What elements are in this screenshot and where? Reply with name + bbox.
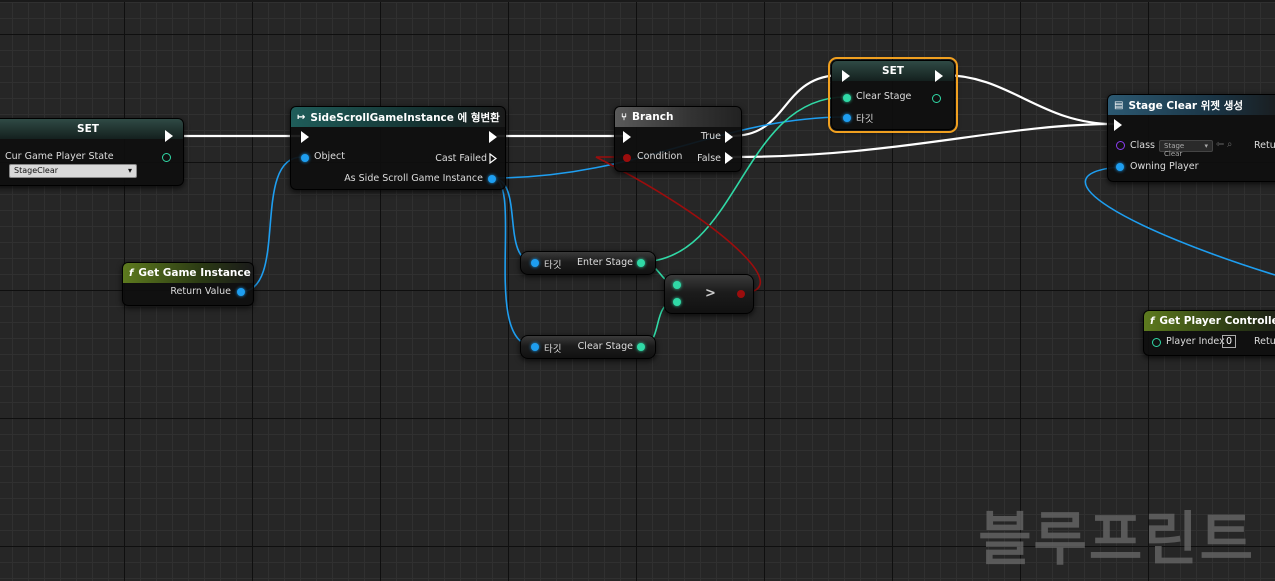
clear-stage-getter-node[interactable]: 타깃 Clear Stage <box>520 335 656 359</box>
chevron-down-icon: ▾ <box>1204 142 1208 150</box>
player-index-pin[interactable] <box>1152 338 1161 347</box>
class-label: Class <box>1130 140 1155 151</box>
player-index-label: Player Index <box>1166 336 1225 347</box>
owning-player-pin[interactable] <box>1116 163 1124 171</box>
true-label: True <box>700 131 721 142</box>
enter-stage-getter-node[interactable]: 타깃 Enter Stage <box>520 251 656 275</box>
clear-stage-out-pin[interactable] <box>637 343 645 351</box>
node-header: SET <box>0 119 183 139</box>
target-label: 타깃 <box>544 344 562 355</box>
b-in-pin[interactable] <box>673 298 681 306</box>
exec-out-pin[interactable] <box>165 130 173 142</box>
target-in-pin[interactable] <box>843 114 851 122</box>
branch-icon: ⑂ <box>621 111 627 123</box>
node-title: SET <box>882 65 904 77</box>
create-widget-node[interactable]: ▤ Stage Clear 위젯 생성 Class Stage Clear ▾ ⇦ … <box>1107 94 1275 182</box>
function-icon: f <box>1150 315 1155 327</box>
false-exec-pin[interactable] <box>725 152 733 164</box>
return-label: Retu <box>1254 140 1275 151</box>
node-title: Branch <box>632 111 674 123</box>
set-clear-stage-node[interactable]: SET Clear Stage 타깃 <box>828 57 958 133</box>
node-header: SET <box>832 61 954 81</box>
chevron-down-icon: ▾ <box>127 166 132 175</box>
return-value-label: Return Value <box>170 286 231 297</box>
player-state-dropdown[interactable]: StageClear ▾ <box>9 164 137 178</box>
greater-than-node[interactable]: > <box>664 274 754 314</box>
node-title: SideScrollGameInstance 에 형변환 <box>310 111 500 124</box>
as-instance-label: As Side Scroll Game Instance <box>344 173 483 184</box>
exec-in-pin[interactable] <box>842 70 850 82</box>
node-header: ↦ SideScrollGameInstance 에 형변환 <box>291 107 505 127</box>
cast-failed-pin[interactable] <box>489 153 497 164</box>
clear-stage-label: Clear Stage <box>577 341 633 352</box>
exec-out-pin[interactable] <box>935 70 943 82</box>
false-label: False <box>697 153 721 164</box>
set-game-state-node[interactable]: SET Cur Game Player State StageClear ▾ <box>0 118 184 186</box>
bool-out-pin[interactable] <box>737 290 745 298</box>
class-dropdown[interactable]: Stage Clear ▾ <box>1159 140 1213 158</box>
exec-in-pin[interactable] <box>1114 119 1122 131</box>
value-out-pin[interactable] <box>162 153 171 162</box>
object-wire-controller-to-owning <box>1084 166 1275 276</box>
class-value: Stage Clear <box>1164 142 1185 158</box>
node-header: ⑂ Branch <box>615 107 741 127</box>
get-player-controller-node[interactable]: f Get Player Controller Player Index 0 Re… <box>1143 310 1275 356</box>
blueprint-watermark: 블루프린트 <box>978 505 1255 573</box>
exec-in-pin[interactable] <box>301 131 309 143</box>
clear-stage-out-pin[interactable] <box>932 94 941 103</box>
target-label: 타깃 <box>544 260 562 271</box>
a-in-pin[interactable] <box>673 281 681 289</box>
compare-symbol: > <box>705 286 716 301</box>
clear-stage-in-pin[interactable] <box>843 94 851 102</box>
object-label: Object <box>314 151 345 162</box>
exec-in-pin[interactable] <box>623 131 631 143</box>
exec-wire-set-to-create <box>942 73 1115 126</box>
object-in-pin[interactable] <box>301 154 309 162</box>
target-label: 타깃 <box>856 114 874 125</box>
return-label: Retu <box>1254 336 1275 347</box>
exec-out-pin[interactable] <box>489 131 497 143</box>
node-header: f Get Game Instance <box>123 263 253 283</box>
node-title: Stage Clear 위젯 생성 <box>1128 99 1244 112</box>
true-exec-pin[interactable] <box>725 131 733 143</box>
dropdown-value: StageClear <box>14 166 59 175</box>
node-title: Get Player Controller <box>1159 315 1275 327</box>
get-game-instance-node[interactable]: f Get Game Instance Return Value <box>122 262 254 306</box>
browse-icon[interactable]: ⇦ ⌕ <box>1216 139 1233 150</box>
return-value-pin[interactable] <box>237 288 245 296</box>
node-title: SET <box>77 123 99 135</box>
branch-node[interactable]: ⑂ Branch True Condition False <box>614 106 742 172</box>
clear-stage-label: Clear Stage <box>856 91 912 102</box>
enter-stage-out-pin[interactable] <box>637 259 645 267</box>
node-title: Get Game Instance <box>138 267 251 279</box>
object-wire-cast-to-enter-getter <box>491 177 535 263</box>
player-index-input[interactable]: 0 <box>1222 335 1237 348</box>
condition-pin[interactable] <box>623 154 631 162</box>
owning-player-label: Owning Player <box>1130 161 1199 172</box>
target-in-pin[interactable] <box>531 343 539 351</box>
cast-icon: ↦ <box>297 111 306 123</box>
node-header: f Get Player Controller <box>1144 311 1275 331</box>
cast-failed-label: Cast Failed <box>435 153 487 164</box>
function-icon: f <box>129 267 134 279</box>
exec-wire-true-to-set <box>731 73 843 138</box>
cast-node[interactable]: ↦ SideScrollGameInstance 에 형변환 Object Cas… <box>290 106 506 190</box>
condition-label: Condition <box>637 151 683 162</box>
target-in-pin[interactable] <box>531 259 539 267</box>
as-instance-out-pin[interactable] <box>488 175 496 183</box>
node-header: ▤ Stage Clear 위젯 생성 <box>1108 95 1275 115</box>
pin-label: Cur Game Player State <box>5 151 114 162</box>
class-in-pin[interactable] <box>1116 141 1125 150</box>
widget-icon: ▤ <box>1114 99 1124 111</box>
editor-top-edge <box>0 0 1275 2</box>
enter-stage-label: Enter Stage <box>577 257 633 268</box>
